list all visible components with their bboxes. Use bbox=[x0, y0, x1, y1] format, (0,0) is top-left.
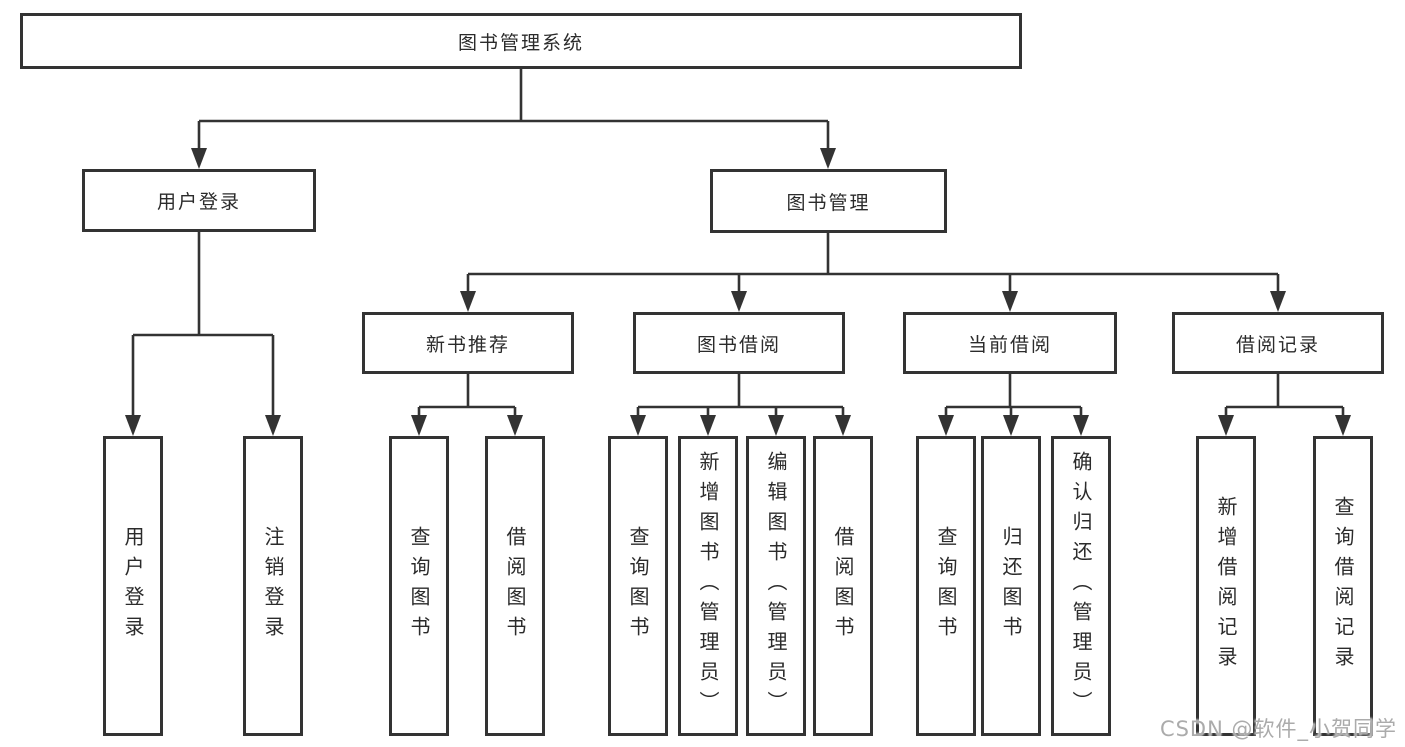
node-label: 归还图书 bbox=[999, 526, 1023, 646]
borrow-records-connectors bbox=[1218, 374, 1351, 436]
node-label: 确认归还（管理员） bbox=[1069, 451, 1093, 721]
node-label: 用户登录 bbox=[156, 191, 241, 213]
leaf-query-books-recommend: 查询图书 bbox=[389, 436, 449, 736]
node-label: 编辑图书（管理员） bbox=[764, 451, 788, 721]
node-label: 新增图书（管理员） bbox=[696, 451, 720, 721]
node-system-root: 图书管理系统 bbox=[20, 13, 1022, 69]
node-label: 借阅图书 bbox=[503, 526, 527, 646]
node-label: 借阅记录 bbox=[1235, 333, 1320, 356]
node-label: 注销登录 bbox=[261, 526, 285, 646]
node-label: 图书借阅 bbox=[696, 333, 781, 356]
node-label: 查询借阅记录 bbox=[1331, 496, 1355, 676]
node-new-book-recommend: 新书推荐 bbox=[362, 312, 574, 374]
node-book-borrowing: 图书借阅 bbox=[633, 312, 845, 374]
leaf-borrow-books-recommend: 借阅图书 bbox=[485, 436, 545, 736]
csdn-watermark: CSDN @软件_小贺同学 bbox=[1159, 717, 1397, 741]
node-borrow-records: 借阅记录 bbox=[1172, 312, 1384, 374]
node-current-borrowing: 当前借阅 bbox=[903, 312, 1117, 374]
node-label: 查询图书 bbox=[626, 526, 650, 646]
leaf-borrow-books-borrowing: 借阅图书 bbox=[813, 436, 873, 736]
current-borrowing-connectors bbox=[938, 374, 1089, 436]
node-user-login: 用户登录 bbox=[82, 169, 316, 232]
node-label: 图书管理系统 bbox=[457, 31, 584, 54]
root-connectors bbox=[191, 69, 836, 169]
leaf-logout: 注销登录 bbox=[243, 436, 303, 736]
node-label: 查询图书 bbox=[407, 526, 431, 646]
node-label: 当前借阅 bbox=[967, 333, 1052, 356]
node-book-management: 图书管理 bbox=[710, 169, 947, 233]
leaf-add-book-admin: 新增图书（管理员） bbox=[678, 436, 738, 736]
leaf-confirm-return-admin: 确认归还（管理员） bbox=[1051, 436, 1111, 736]
leaf-query-books-current: 查询图书 bbox=[916, 436, 976, 736]
leaf-return-book: 归还图书 bbox=[981, 436, 1041, 736]
book-mgmt-connectors bbox=[460, 233, 1286, 312]
node-label: 查询图书 bbox=[934, 526, 958, 646]
new-book-connectors bbox=[411, 374, 523, 436]
node-label: 借阅图书 bbox=[831, 526, 855, 646]
node-label: 新书推荐 bbox=[425, 333, 510, 356]
user-login-connectors bbox=[125, 232, 281, 436]
leaf-query-borrow-record: 查询借阅记录 bbox=[1313, 436, 1373, 736]
borrowing-connectors bbox=[630, 374, 851, 436]
leaf-query-books-borrowing: 查询图书 bbox=[608, 436, 668, 736]
node-label: 用户登录 bbox=[121, 526, 145, 646]
leaf-edit-book-admin: 编辑图书（管理员） bbox=[746, 436, 806, 736]
node-label: 新增借阅记录 bbox=[1214, 496, 1238, 676]
leaf-user-login: 用户登录 bbox=[103, 436, 163, 736]
leaf-add-borrow-record: 新增借阅记录 bbox=[1196, 436, 1256, 736]
node-label: 图书管理 bbox=[786, 191, 871, 214]
